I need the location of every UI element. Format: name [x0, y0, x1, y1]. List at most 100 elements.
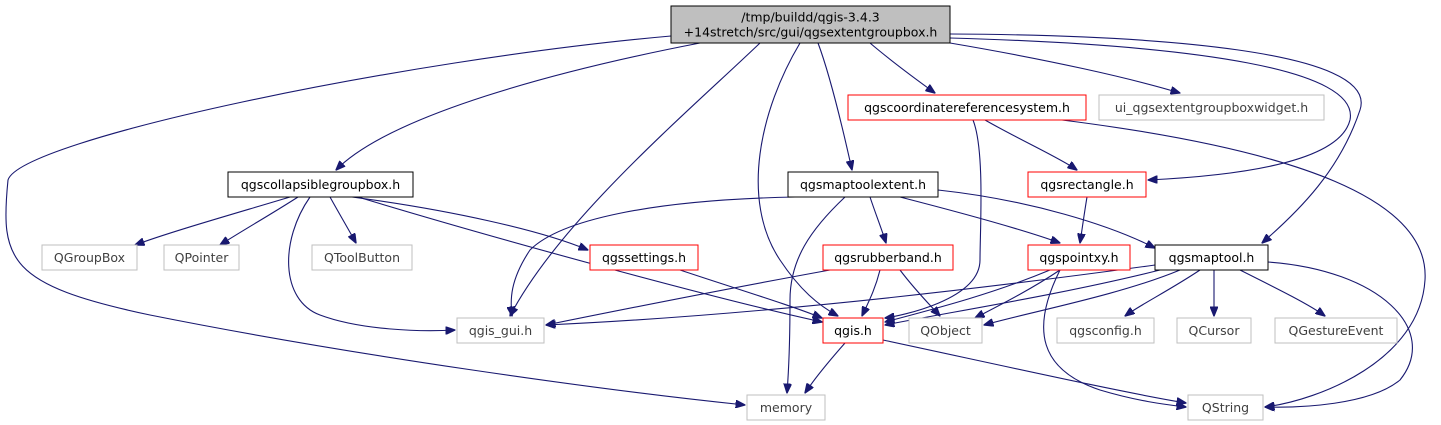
node-label-crs: qgscoordinatereferencesystem.h [864, 100, 1070, 115]
edge-qgis-to-mem [805, 342, 846, 393]
node-box-mem [746, 394, 826, 421]
node-qge[interactable]: QGestureEvent [1274, 317, 1398, 344]
edge-root-to-gui [510, 42, 761, 316]
node-qtb[interactable]: QToolButton [311, 244, 413, 271]
node-box-mt [1154, 244, 1269, 271]
node-qstr[interactable]: QString [1187, 394, 1264, 421]
node-label-qcfg: qgsconfig.h [1069, 323, 1142, 338]
node-rubb[interactable]: qgsrubberband.h [822, 244, 954, 271]
edge-mt-to-gui [546, 264, 1156, 325]
node-root[interactable]: /tmp/buildd/qgis-3.4.3+14stretch/src/gui… [670, 5, 951, 44]
node-box-sett [589, 244, 699, 271]
edge-root-to-qgis [757, 42, 838, 316]
node-box-qgis [822, 317, 884, 344]
edge-cgb-to-sett [351, 196, 588, 250]
edge-rubb-to-qgis [862, 269, 881, 316]
node-box-uiw [1098, 94, 1325, 121]
edge-root-to-uiw [949, 42, 1180, 93]
node-label-root-1: +14stretch/src/gui/qgsextentgroupbox.h [684, 25, 938, 40]
node-label-pxy: qgspointxy.h [1039, 250, 1118, 265]
node-box-qobj [908, 317, 983, 344]
node-label-qstr: QString [1202, 400, 1249, 415]
node-qptr[interactable]: QPointer [163, 244, 240, 271]
node-crs[interactable]: qgscoordinatereferencesystem.h [847, 94, 1087, 121]
edge-cgb-to-qptr [220, 196, 299, 245]
node-label-qgb: QGroupBox [54, 250, 125, 265]
edge-root-to-mt [949, 33, 1362, 243]
node-box-cgb [227, 171, 414, 198]
edge-mte-to-gui [511, 196, 796, 316]
node-box-qcur [1176, 317, 1252, 344]
node-label-gui: qgis_gui.h [469, 323, 532, 338]
node-mte[interactable]: qgsmaptoolextent.h [787, 171, 939, 198]
edge-rubb-to-qobj [899, 269, 940, 316]
node-box-qstr [1187, 394, 1264, 421]
node-qobj[interactable]: QObject [908, 317, 983, 344]
node-box-gui [456, 317, 545, 344]
edge-crs-to-rect [984, 119, 1077, 170]
edge-pxy-to-qobj [975, 269, 1061, 318]
node-box-qtb [311, 244, 413, 271]
node-box-qptr [163, 244, 240, 271]
edge-crs-to-qgis [885, 119, 982, 318]
edge-rubb-to-gui [546, 269, 831, 325]
node-label-mte: qgsmaptoolextent.h [800, 177, 926, 192]
node-label-cgb: qgscollapsiblegroupbox.h [241, 177, 400, 192]
node-uiw[interactable]: ui_qgsextentgroupboxwidget.h [1098, 94, 1325, 121]
edge-mte-to-pxy [899, 196, 1060, 243]
node-box-pxy [1027, 244, 1131, 271]
nodes-layer: /tmp/buildd/qgis-3.4.3+14stretch/src/gui… [41, 5, 1398, 421]
edge-mte-to-mt [937, 189, 1155, 248]
node-label-root-0: /tmp/buildd/qgis-3.4.3 [741, 10, 880, 25]
edge-pxy-to-qstr [1043, 269, 1186, 407]
node-cgb[interactable]: qgscollapsiblegroupbox.h [227, 171, 414, 198]
node-box-crs [847, 94, 1087, 121]
edge-root-to-crs [869, 42, 935, 93]
edge-mt-to-qobj [984, 269, 1181, 325]
edge-mt-to-qge [1239, 269, 1325, 316]
edges-layer [5, 33, 1426, 407]
edge-root-to-cgb [336, 42, 701, 170]
edge-mt-to-qstr [1265, 261, 1413, 407]
edge-root-to-mem [5, 35, 745, 405]
edge-cgb-to-gui [288, 196, 455, 331]
node-box-root [670, 5, 951, 44]
node-label-uiw: ui_qgsextentgroupboxwidget.h [1115, 100, 1308, 115]
node-mem[interactable]: memory [746, 394, 826, 421]
node-label-mem: memory [760, 400, 813, 415]
node-label-mt: qgsmaptool.h [1169, 250, 1255, 265]
node-qcfg[interactable]: qgsconfig.h [1056, 317, 1155, 344]
node-label-qobj: QObject [920, 323, 971, 338]
edge-root-to-rect [949, 37, 1351, 180]
node-rect[interactable]: qgsrectangle.h [1027, 171, 1147, 198]
edge-rect-to-pxy [1080, 196, 1088, 243]
node-pxy[interactable]: qgspointxy.h [1027, 244, 1131, 271]
node-label-qptr: QPointer [175, 250, 230, 265]
node-box-qge [1274, 317, 1398, 344]
node-sett[interactable]: qgssettings.h [589, 244, 699, 271]
edge-mt-to-qgis [885, 269, 1161, 325]
edge-crs-to-qstr [1061, 119, 1426, 407]
edge-root-to-mte [817, 42, 852, 170]
edge-mt-to-qcfg [1125, 269, 1201, 316]
node-label-qtb: QToolButton [324, 250, 400, 265]
node-qcur[interactable]: QCursor [1176, 317, 1252, 344]
edge-sett-to-qgis [679, 269, 822, 318]
edge-qgis-to-qstr [882, 339, 1186, 403]
node-label-qge: QGestureEvent [1289, 323, 1384, 338]
node-box-rubb [822, 244, 954, 271]
edge-mte-to-rubb [869, 196, 886, 243]
node-label-rect: qgsrectangle.h [1040, 177, 1133, 192]
node-label-qcur: QCursor [1189, 323, 1241, 338]
node-box-qcfg [1056, 317, 1155, 344]
node-qgis[interactable]: qgis.h [822, 317, 884, 344]
node-label-sett: qgssettings.h [602, 250, 686, 265]
edge-mte-to-mem [787, 196, 846, 393]
edge-pxy-to-qgis [885, 269, 1051, 322]
node-label-qgis: qgis.h [834, 323, 872, 338]
edge-cgb-to-qtb [329, 196, 356, 243]
node-gui[interactable]: qgis_gui.h [456, 317, 545, 344]
node-box-mte [787, 171, 939, 198]
node-mt[interactable]: qgsmaptool.h [1154, 244, 1269, 271]
node-qgb[interactable]: QGroupBox [41, 244, 138, 271]
